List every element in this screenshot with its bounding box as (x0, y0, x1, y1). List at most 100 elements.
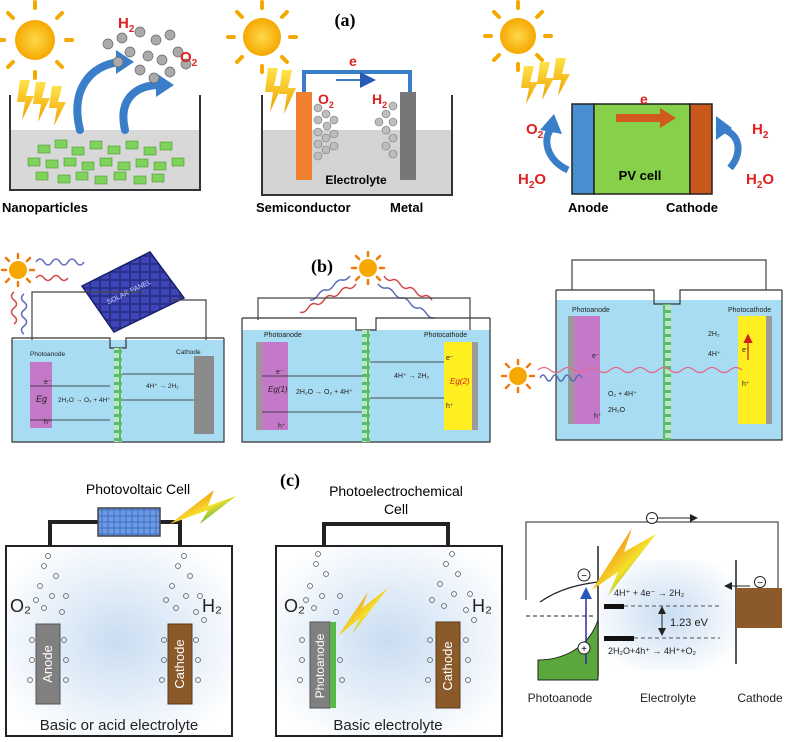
semiconductor-caption: Semiconductor (256, 200, 351, 215)
panel-c1: Photovoltaic Cell Anode Cathode O₂ H₂ Ba… (5, 481, 236, 737)
light-wave (35, 274, 69, 282)
sun-icon (500, 358, 536, 394)
photocathode-electrode (444, 342, 472, 430)
o2-label: O₂ (10, 596, 31, 616)
pv-cell-label: PV cell (619, 168, 662, 183)
potential-gap-label: 1.23 eV (670, 617, 709, 629)
pec-title-line2: Cell (384, 501, 408, 517)
cathode-caption: Cathode (737, 691, 783, 705)
wire (302, 70, 412, 94)
light-wave (377, 283, 435, 319)
pv-module (97, 507, 161, 537)
oxidation-equation: 2H₂O+4h⁺ → 4H⁺+O₂ (608, 646, 697, 656)
gas-bubbles (102, 26, 192, 84)
electron-charge (646, 512, 658, 524)
electrolyte-label: Electrolyte (325, 173, 387, 187)
cathode-caption: Cathode (666, 200, 718, 215)
photocathode-electrode (738, 316, 766, 424)
photoanode-label: Photoanode (313, 633, 327, 698)
panel-c2: Photoelectrochemical Cell Photoanode Cat… (275, 483, 503, 737)
back-contact (472, 342, 478, 430)
gas-bubbles (297, 551, 477, 683)
cathode-label: Cathode (176, 349, 201, 356)
panel-a2: e O2 H2 Electrolyte Semiconductor Metal (226, 0, 453, 215)
sun-icon (0, 252, 36, 288)
hole-charge-sign: + (581, 644, 587, 655)
curved-arrow (119, 81, 164, 134)
panel-a1: H2 O2 Nanoparticles (0, 0, 201, 215)
electron-charge-sign: − (649, 514, 655, 525)
o2-label: O₂ (284, 596, 305, 616)
sun-icon (350, 250, 386, 286)
h2-label: H₂ (472, 596, 492, 616)
electron-charge (577, 568, 591, 582)
light-wave (299, 283, 357, 314)
anode-caption: Anode (568, 200, 608, 215)
o2-label: O2 (318, 91, 334, 110)
membrane (114, 348, 122, 442)
h2-label: H2 (372, 91, 387, 110)
light-wave (539, 374, 583, 382)
electron-charge-sign: − (581, 571, 587, 582)
curved-arrow (543, 125, 570, 174)
anode-layer (571, 103, 595, 195)
h2-level-bar (604, 604, 624, 609)
tank-a2 (261, 95, 453, 196)
wire (571, 259, 767, 290)
photocathode-label: Photocathode (424, 332, 467, 339)
sun-icon (226, 0, 298, 74)
cathode-electrode (435, 621, 461, 709)
light-wave (309, 275, 351, 301)
pec-title-line1: Photoelectrochemical (329, 483, 463, 499)
pv-cell-title: Photovoltaic Cell (86, 481, 190, 497)
light-wave (20, 293, 28, 335)
gas-bubbles (313, 101, 398, 161)
valence-band-region (537, 619, 599, 681)
photoanode-caption: Photoanode (528, 691, 593, 705)
hole-label: h⁺ (594, 413, 602, 420)
electrolyte-caption: Electrolyte (640, 691, 696, 705)
h2o-right-label: H2O (746, 171, 774, 191)
h2-label: H2 (752, 121, 769, 141)
electron-label: e⁻ (44, 379, 52, 386)
arrowhead (156, 73, 174, 97)
metal-electrode (400, 92, 416, 180)
back-contact (568, 316, 574, 424)
hole-label: h⁺ (278, 423, 286, 430)
anode-equation: 2H₂O (608, 407, 626, 414)
panel-b2: Photoanode Photocathode Eg(1) Eg(2) e⁻ h… (241, 250, 491, 443)
rainbow-light-icon (338, 588, 388, 636)
electron-label: e⁻ (446, 355, 454, 362)
cathode-layer (689, 103, 713, 195)
wire (31, 291, 142, 340)
h2-label: H2 (118, 15, 135, 35)
membrane (663, 304, 671, 440)
electrolyte-caption: Basic or acid electrolyte (40, 717, 198, 734)
o2-level-bar (604, 636, 634, 641)
sun-icon (0, 0, 74, 80)
cathode-electrode (194, 356, 214, 434)
anode-electrode (35, 623, 61, 705)
arrowhead (716, 116, 732, 140)
semiconductor-electrode (296, 92, 312, 180)
electron-label: e⁻ (276, 369, 284, 376)
cathode-block (736, 588, 782, 628)
cathode-equation: 4H⁺ → 2H₂ (146, 383, 179, 390)
panel-c3: − − + 1.23 eV 4H⁺ + 4e⁻ → 2H₂ 2H₂O+4h⁺ →… (525, 512, 783, 705)
electron-label: e (640, 91, 648, 107)
light-wave (10, 291, 18, 325)
electron-label: e⁻ (592, 353, 600, 360)
hole-charge (577, 641, 591, 655)
cathode-equation: 2H₂ (708, 331, 720, 338)
back-contact (766, 316, 772, 424)
reduction-equation: 4H⁺ + 4e⁻ → 2H₂ (614, 588, 685, 598)
back-contact (256, 342, 262, 430)
lightning-icon (17, 80, 66, 126)
nanoparticle-cluster (27, 139, 185, 185)
row-c-label: (c) (280, 470, 300, 491)
rainbow-light-icon (170, 490, 236, 524)
nanoparticles-caption: Nanoparticles (2, 200, 88, 215)
panel-b1: SOLAR PANEL Photoanode Cathode Eg e⁻ h⁺ … (0, 251, 225, 443)
light-wave (537, 366, 743, 374)
